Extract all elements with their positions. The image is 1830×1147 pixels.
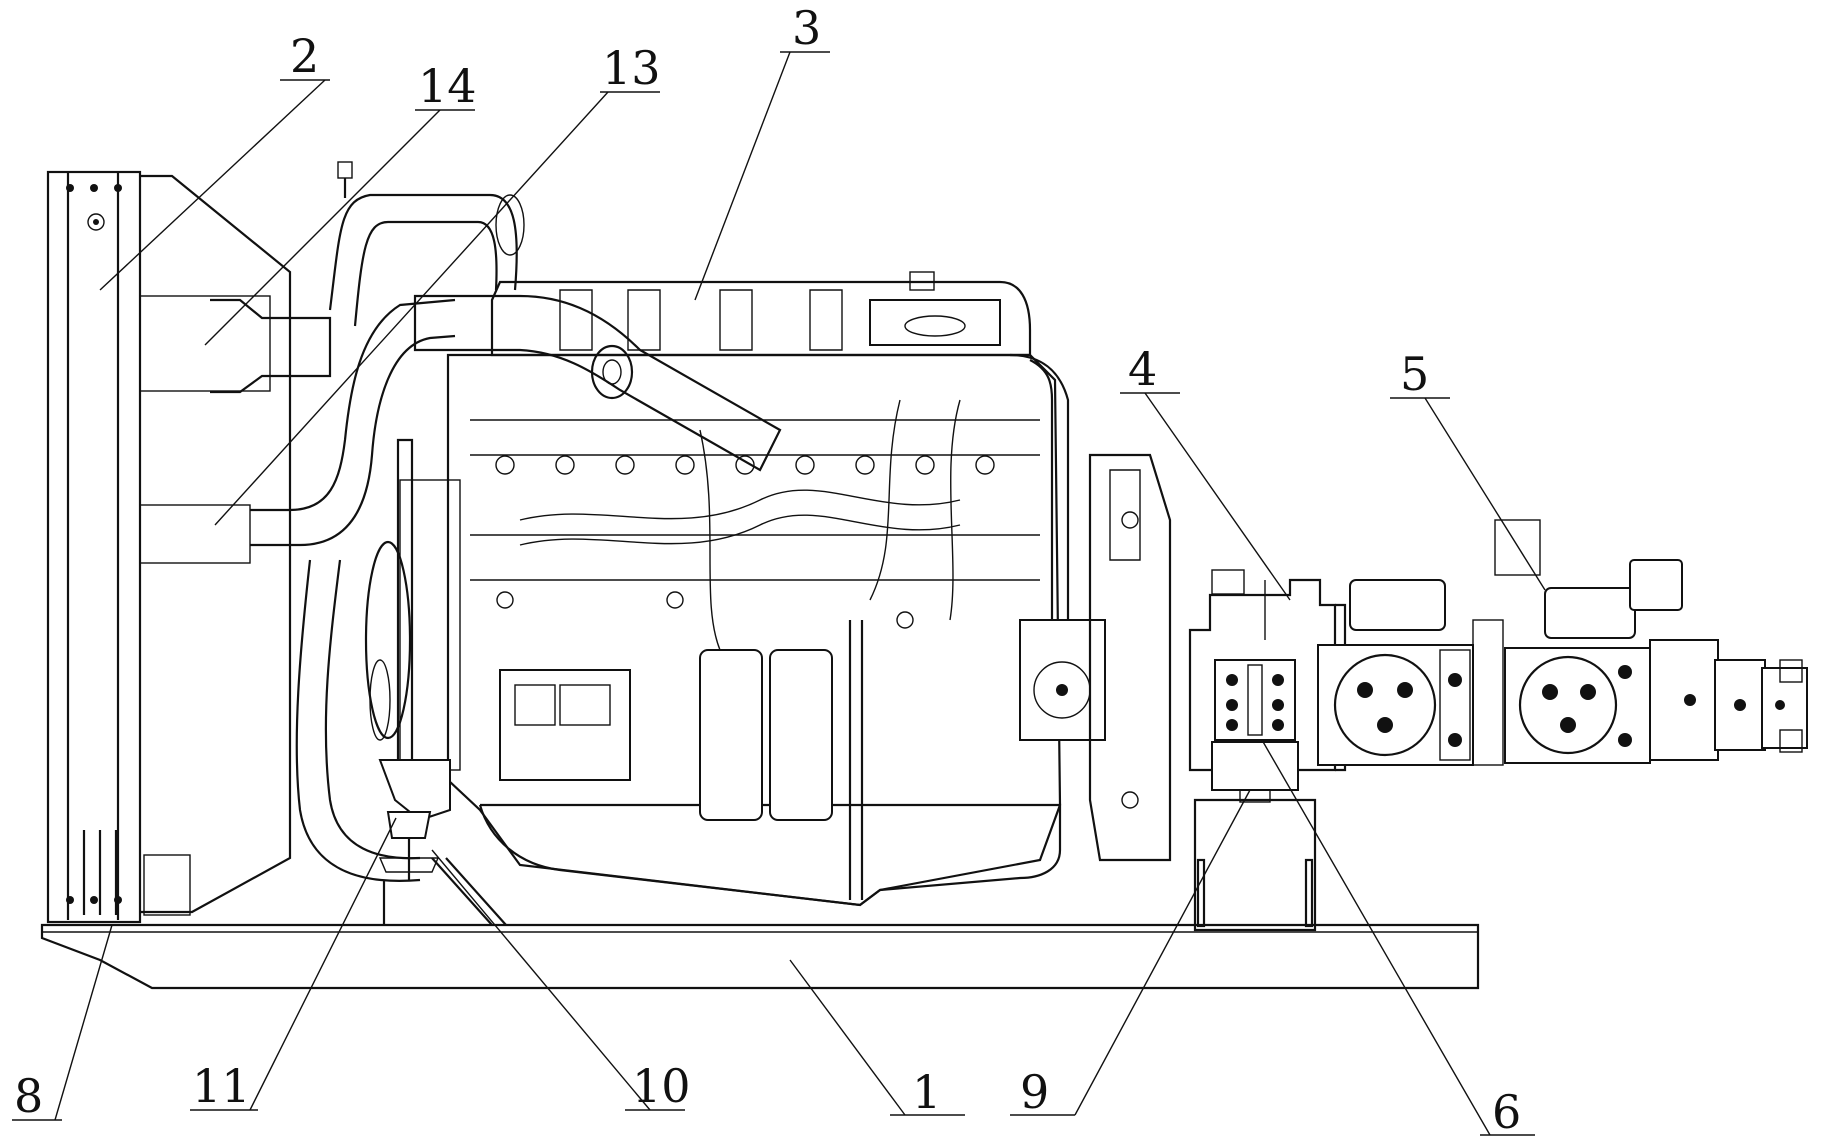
callout-13-label: 13 xyxy=(602,41,661,95)
callout-2-label: 2 xyxy=(290,29,319,83)
engine xyxy=(364,271,1106,926)
callout-5-label: 5 xyxy=(1400,347,1429,401)
callout-4-label: 4 xyxy=(1128,342,1157,396)
callout-2: 2 xyxy=(99,29,330,291)
intake-pipe-14 xyxy=(210,161,525,394)
callout-11-label: 11 xyxy=(192,1059,251,1113)
callout-3-label: 3 xyxy=(792,1,821,55)
callout-10-label: 10 xyxy=(632,1059,691,1113)
callout-9: 9 xyxy=(1010,789,1251,1119)
callout-4: 4 xyxy=(1120,342,1291,601)
callout-1: 1 xyxy=(789,959,965,1119)
callout-11: 11 xyxy=(190,817,397,1113)
intake-pipe-13 xyxy=(250,298,456,882)
callout-6-label: 6 xyxy=(1492,1085,1521,1139)
hydraulic-pumps xyxy=(1317,519,1808,772)
callout-14-label: 14 xyxy=(418,59,477,113)
callout-6: 6 xyxy=(1261,739,1535,1139)
callout-8-label: 8 xyxy=(14,1069,43,1123)
callout-5: 5 xyxy=(1390,347,1546,591)
base-frame xyxy=(40,923,1480,990)
callout-9-label: 9 xyxy=(1020,1065,1049,1119)
callout-14: 14 xyxy=(204,59,477,346)
radiator xyxy=(46,170,292,924)
flywheel-housing xyxy=(1088,453,1172,862)
callout-1-label: 1 xyxy=(912,1065,941,1119)
callout-8: 8 xyxy=(12,924,113,1123)
callout-3: 3 xyxy=(694,1,830,301)
callout-13: 13 xyxy=(214,41,661,526)
transfer-mount xyxy=(1193,659,1317,932)
callout-10: 10 xyxy=(431,849,691,1113)
